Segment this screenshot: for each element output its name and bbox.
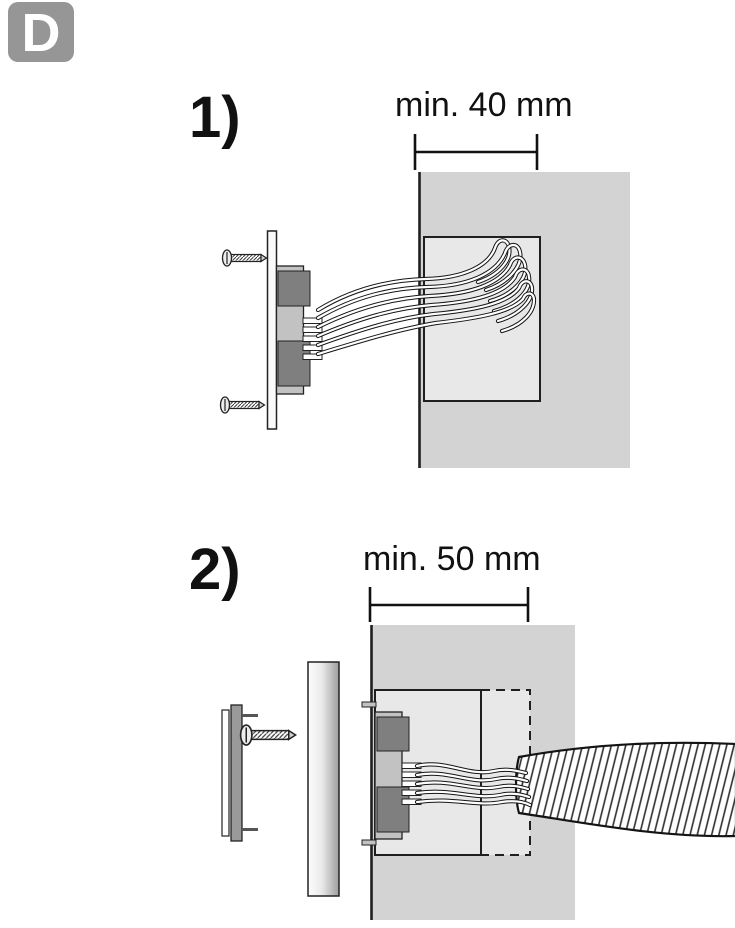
module-flange-top — [361, 701, 377, 708]
dimension-label-1: min. 40 mm — [395, 86, 573, 124]
device-plate — [230, 704, 243, 842]
module-flange-bottom — [361, 839, 377, 846]
cable-conduit — [514, 741, 735, 838]
dimension-label-2: min. 50 mm — [363, 540, 541, 578]
dimension-40mm — [413, 134, 539, 170]
front-device-2 — [221, 704, 297, 842]
flush-module-1 — [266, 230, 323, 430]
flush-module-2 — [361, 701, 422, 846]
front-plate-1 — [266, 230, 278, 430]
section-badge-letter: D — [22, 3, 61, 63]
dimension-50mm — [368, 587, 530, 622]
figure-1: min. 40 mm 1) — [189, 85, 630, 468]
device-pin-bottom — [242, 828, 258, 831]
module-block-top-2 — [376, 716, 410, 752]
module-block-top-1 — [277, 270, 311, 307]
device-screw — [239, 724, 297, 746]
mounting-screw-bottom — [219, 396, 266, 414]
figure-number-2: 2) — [189, 537, 241, 602]
device-pin-top — [242, 714, 258, 717]
device-back-plate — [221, 709, 230, 837]
terminal-pins-1 — [302, 317, 323, 360]
figure-2: min. 50 mm 2) — [189, 537, 735, 920]
cover-frame-plate — [307, 661, 340, 897]
section-badge: D — [8, 2, 74, 63]
mounting-screw-top — [221, 249, 268, 267]
figure-number-1: 1) — [189, 85, 241, 150]
section-badge-background — [8, 2, 74, 62]
